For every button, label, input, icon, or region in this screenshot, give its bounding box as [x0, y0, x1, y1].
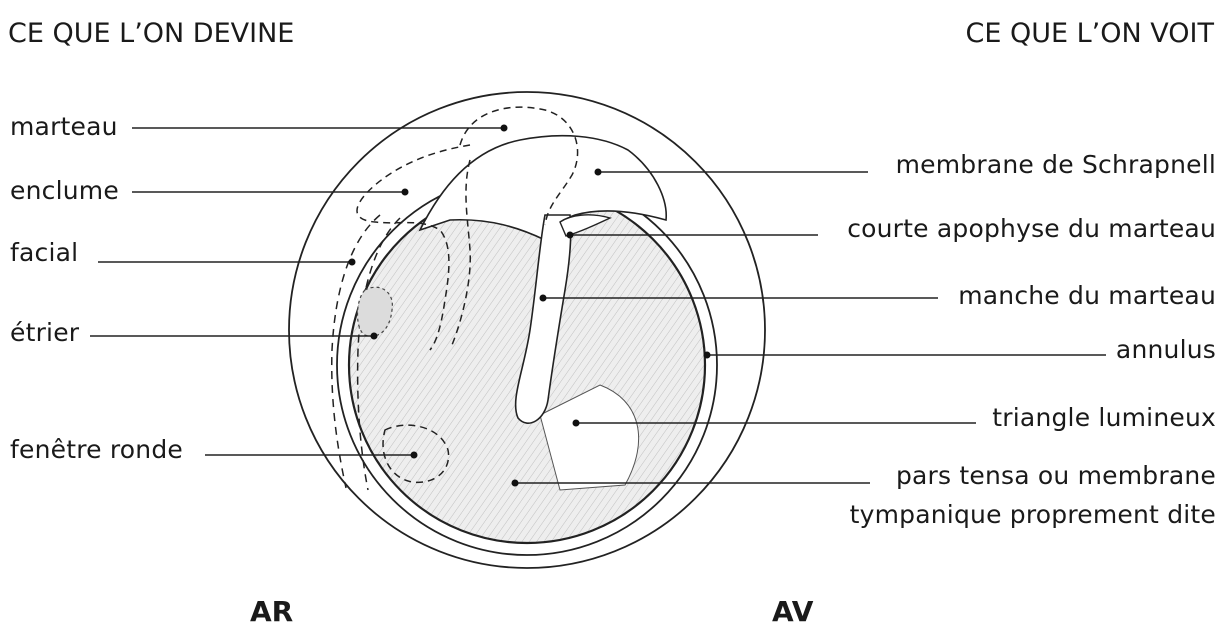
label-annulus: annulus [1116, 337, 1216, 362]
label-enclume: enclume [10, 178, 119, 203]
label-courte-apophyse: courte apophyse du marteau [847, 216, 1216, 241]
label-triangle: triangle lumineux [992, 405, 1216, 430]
label-marteau: marteau [10, 114, 118, 139]
orientation-posterior: AR [250, 598, 293, 626]
label-manche: manche du marteau [958, 283, 1216, 308]
label-facial: facial [10, 240, 78, 265]
orientation-anterior: AV [772, 598, 813, 626]
label-pars-tensa-2: tympanique proprement dite [850, 502, 1216, 527]
label-etrier: étrier [10, 320, 79, 345]
label-pars-tensa-1: pars tensa ou membrane [896, 463, 1216, 488]
header-left: CE QUE L’ON DEVINE [8, 20, 294, 47]
label-schrapnell: membrane de Schrapnell [896, 152, 1216, 177]
label-fenetre-ronde: fenêtre ronde [10, 437, 183, 462]
header-right: CE QUE L’ON VOIT [965, 20, 1214, 47]
